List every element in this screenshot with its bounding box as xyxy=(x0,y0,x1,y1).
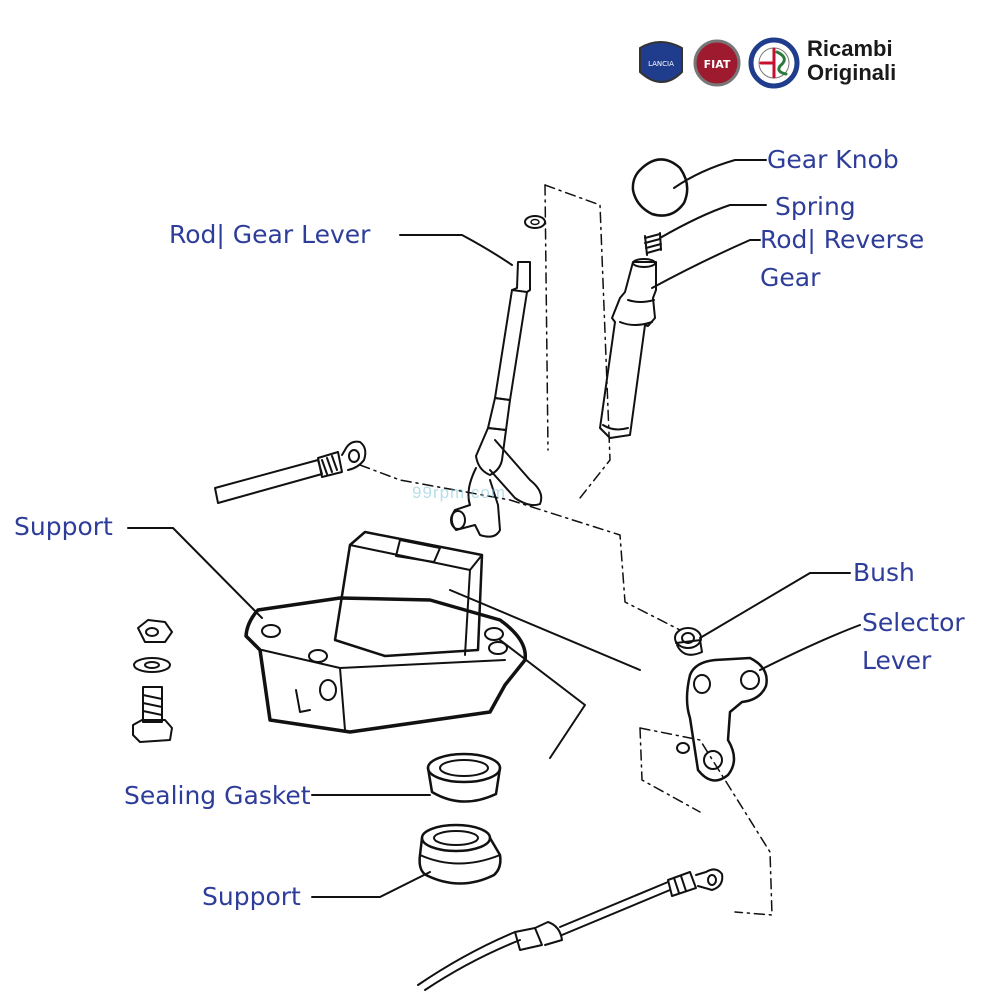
bottom-cable-part xyxy=(417,868,724,991)
bottom-support-part xyxy=(418,823,502,885)
bolt-nut-washer-part xyxy=(132,619,173,743)
dash-dot-lines xyxy=(359,184,773,916)
brand-ricambi: Ricambi xyxy=(807,36,893,61)
label-bush: Bush xyxy=(853,558,915,587)
label-selector-lever-line2: Lever xyxy=(862,646,932,675)
spring-part xyxy=(644,232,662,256)
label-support-bottom: Support xyxy=(202,882,301,911)
leader-lines xyxy=(127,159,861,898)
support-housing-part xyxy=(244,530,528,734)
lever-washer xyxy=(524,215,546,229)
label-spring: Spring xyxy=(775,192,856,221)
brand-originali: Originali xyxy=(807,60,897,85)
selector-lever-part xyxy=(676,656,768,782)
gear-lever-rod-part xyxy=(450,261,543,538)
bush-part xyxy=(674,627,703,656)
left-cable-part xyxy=(214,440,367,504)
brand-logos: LANCIA FIAT xyxy=(639,37,800,89)
reverse-gear-rod-part xyxy=(599,258,657,439)
sealing-gasket-part xyxy=(426,752,502,803)
lancia-logo: LANCIA xyxy=(639,41,683,83)
label-rod-reverse-gear-line2: Gear xyxy=(760,263,821,292)
alfa-romeo-logo xyxy=(748,37,800,89)
label-rod-gear-lever: Rod| Gear Lever xyxy=(169,220,371,249)
label-gear-knob: Gear Knob xyxy=(767,145,899,174)
watermark: 99rpm.com xyxy=(412,483,507,502)
label-rod-reverse-gear-line1: Rod| Reverse xyxy=(760,225,925,254)
label-sealing-gasket: Sealing Gasket xyxy=(124,781,311,810)
label-support-top: Support xyxy=(14,512,113,541)
svg-text:FIAT: FIAT xyxy=(704,58,731,71)
fiat-logo: FIAT xyxy=(693,39,741,87)
label-selector-lever-line1: Selector xyxy=(862,608,965,637)
gear-knob-part xyxy=(631,158,689,217)
svg-text:LANCIA: LANCIA xyxy=(648,60,674,68)
